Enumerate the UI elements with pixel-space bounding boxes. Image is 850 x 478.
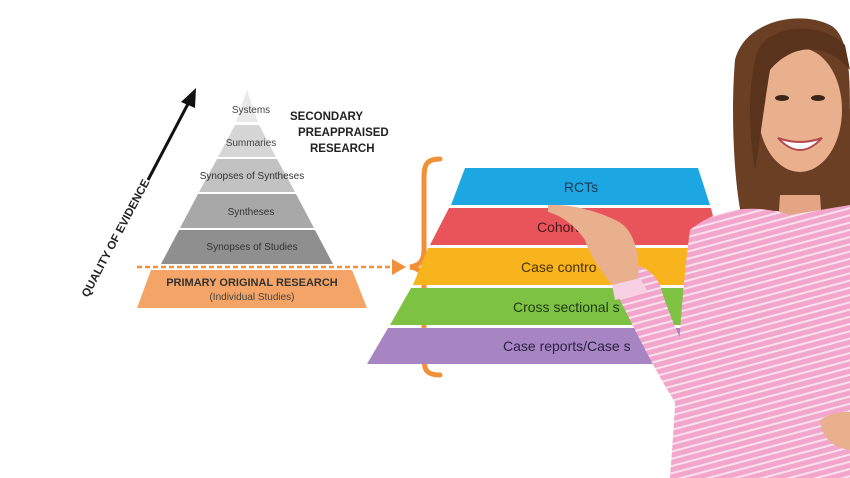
connector-arrowhead-icon	[392, 259, 406, 275]
level-label: Case contro	[521, 259, 597, 275]
level-systems	[236, 90, 258, 122]
curly-brace-icon	[409, 156, 443, 378]
level-label: Syntheses	[228, 207, 275, 218]
level-label: Synopses of Syntheses	[200, 171, 305, 182]
level-summaries	[218, 125, 276, 157]
level-label: Summaries	[226, 138, 277, 149]
secondary-label: PREAPPRAISED	[298, 127, 389, 139]
secondary-label: RESEARCH	[310, 143, 375, 155]
woman-photo	[548, 18, 850, 478]
quality-of-evidence-label: QUALITY OF EVIDENCE	[80, 177, 152, 299]
quality-arrow-icon	[146, 88, 196, 181]
level-rcts	[451, 168, 710, 205]
level-label: Cross sectional s	[513, 299, 620, 315]
level-label: Synopses of Studies	[206, 242, 297, 253]
level-label: RCTs	[564, 179, 598, 195]
primary-subtitle: (Individual Studies)	[209, 292, 294, 303]
primary-title: PRIMARY ORIGINAL RESEARCH	[166, 277, 338, 289]
level-synopses-of-syntheses	[199, 159, 295, 192]
secondary-label: SECONDARY	[290, 111, 363, 123]
level-label: Systems	[232, 105, 270, 116]
level-primary-original-research	[137, 270, 367, 308]
level-syntheses	[180, 194, 314, 228]
level-label: Case reports/Case s	[503, 338, 631, 354]
level-synopses-of-studies	[161, 230, 333, 264]
